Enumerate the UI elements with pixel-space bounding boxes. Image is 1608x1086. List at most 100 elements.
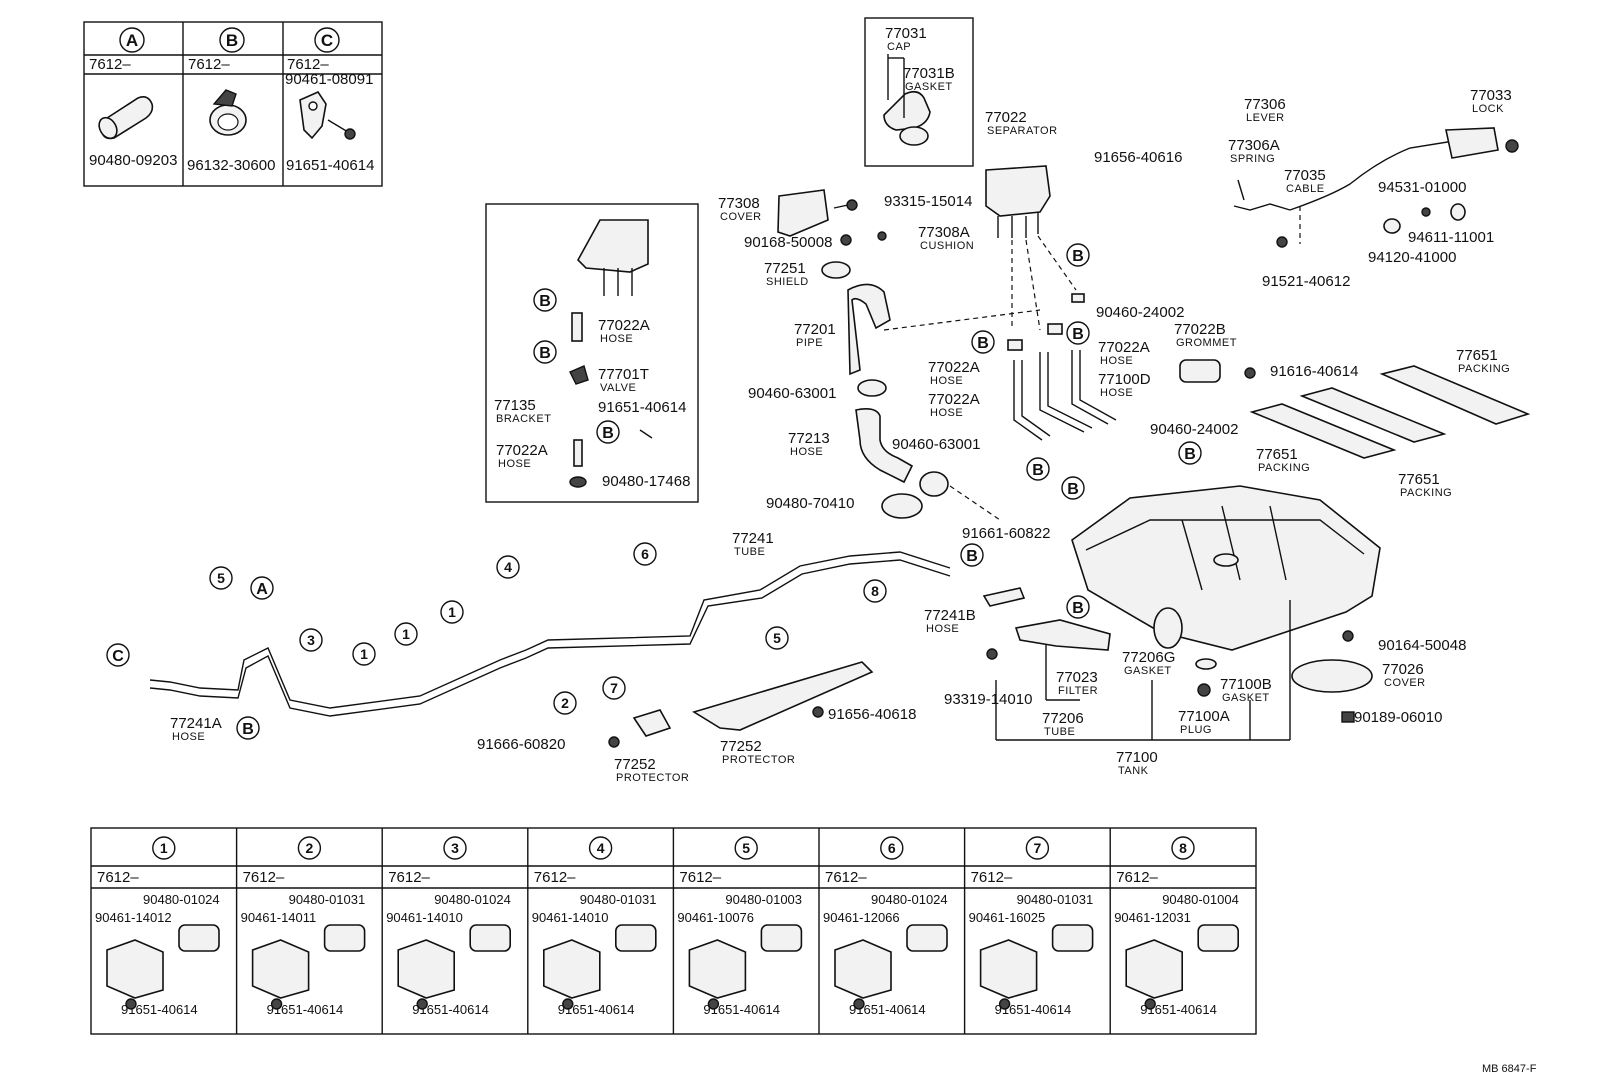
part-number: 91666-60820 xyxy=(477,736,565,753)
inset-part-mid: 90461-14010 xyxy=(532,910,609,925)
callout-marker: B xyxy=(1178,441,1202,465)
part-number: 91521-40612 xyxy=(1262,273,1350,290)
callout-marker: 1 xyxy=(394,622,418,646)
part-name: GASKET xyxy=(905,81,953,93)
leader-lines xyxy=(995,600,1291,741)
part-number: 77306A xyxy=(1228,137,1280,154)
inset-part-bottom: 91651-40614 xyxy=(267,1002,344,1017)
inset-column-marker xyxy=(1025,836,1050,860)
inset-column-prefix: 7612– xyxy=(971,869,1013,886)
part-name: HOSE xyxy=(930,375,963,387)
sleeve-part xyxy=(98,96,154,140)
clamp-cushion-shape xyxy=(614,924,657,952)
callout-marker: 5 xyxy=(209,566,233,590)
inset-part-top: 90480-01031 xyxy=(289,892,366,907)
callout-circle xyxy=(863,579,887,603)
part-number: 77100D xyxy=(1098,371,1151,388)
inset-part-top: 90480-01024 xyxy=(434,892,511,907)
part-number: 77206G xyxy=(1122,649,1175,666)
part-number: 77252 xyxy=(614,756,656,773)
inset-part-mid: 90461-16025 xyxy=(969,910,1046,925)
part-name: SEPARATOR xyxy=(987,125,1058,137)
part-label: 90460-24002 xyxy=(1096,304,1184,321)
part-number: 77308A xyxy=(918,224,970,241)
inset-part-top: 90480-01024 xyxy=(871,892,948,907)
callout-circle xyxy=(1061,476,1085,500)
part-name: PROTECTOR xyxy=(722,754,795,766)
inset-c-part-1: 90461-08091 xyxy=(285,71,373,88)
inset-c-letter: C xyxy=(321,31,333,50)
part-number: 77035 xyxy=(1284,167,1326,184)
callout-circle xyxy=(596,420,620,444)
bolt-shape xyxy=(998,998,1011,1010)
separator-part xyxy=(985,165,1077,331)
inset-part-bottom: 91651-40614 xyxy=(849,1002,926,1017)
part-number: 90480-17468 xyxy=(602,473,690,490)
callout-text: 3 xyxy=(307,632,315,648)
part-number: 77306 xyxy=(1244,96,1286,113)
part-number: 90189-06010 xyxy=(1354,709,1442,726)
part-name: GROMMET xyxy=(1176,337,1237,349)
inset-column-prefix: 7612– xyxy=(97,869,139,886)
part-number: 77201 xyxy=(794,321,836,338)
part-number: 77100A xyxy=(1178,708,1230,725)
inset-a-prefix: 7612– xyxy=(89,56,131,73)
part-number: 90460-63001 xyxy=(892,436,980,453)
inset-column-prefix: 7612– xyxy=(679,869,721,886)
callout-circle xyxy=(250,576,274,600)
callout-circle xyxy=(1066,243,1090,267)
callout-marker: B xyxy=(533,340,557,364)
clamp-cushion-shape xyxy=(906,924,948,952)
callout-text: B xyxy=(1072,600,1084,617)
inset-column-number: 2 xyxy=(306,840,314,856)
part-label: 90164-50048 xyxy=(1378,637,1466,654)
callout-text: B xyxy=(977,335,989,352)
inset-part-mid: 90461-14012 xyxy=(95,910,172,925)
callout-marker: 5 xyxy=(765,626,789,650)
clamp-bracket-shape xyxy=(979,939,1038,999)
part-name: GASKET xyxy=(1124,665,1172,677)
callout-circle xyxy=(236,716,260,740)
inset-column-marker xyxy=(1171,836,1195,860)
bolt-shape xyxy=(853,998,865,1010)
clamp-bracket-shape xyxy=(834,939,892,999)
inset-b-prefix: 7612– xyxy=(188,56,230,73)
part-number: 77135 xyxy=(494,397,536,414)
callout-text: 1 xyxy=(448,604,456,620)
part-number: 90480-70410 xyxy=(766,495,854,512)
part-name: TUBE xyxy=(1044,726,1075,738)
callout-text: B xyxy=(1072,248,1084,265)
part-name: HOSE xyxy=(930,407,963,419)
part-number: 77031 xyxy=(885,25,927,42)
part-name: GASKET xyxy=(1222,692,1270,704)
callout-marker: A xyxy=(250,576,274,600)
bolt-shape xyxy=(1144,998,1156,1010)
part-label: 90168-50008 xyxy=(744,234,832,251)
fuel-line-part xyxy=(149,551,1026,717)
part-label: 90480-17468 xyxy=(602,473,690,490)
part-number: 77033 xyxy=(1470,87,1512,104)
bolt-shape xyxy=(562,998,574,1010)
callout-marker: B xyxy=(1061,476,1085,500)
inset-part-bottom: 91651-40614 xyxy=(558,1002,635,1017)
part-label: 91651-40614 xyxy=(598,399,686,416)
inset-numbered-table: 17612–90480-0102490461-1401291651-406142… xyxy=(90,827,1257,1035)
part-number: 77100B xyxy=(1220,676,1272,693)
callout-circle xyxy=(533,340,557,364)
part-label: 91656-40618 xyxy=(828,706,916,723)
